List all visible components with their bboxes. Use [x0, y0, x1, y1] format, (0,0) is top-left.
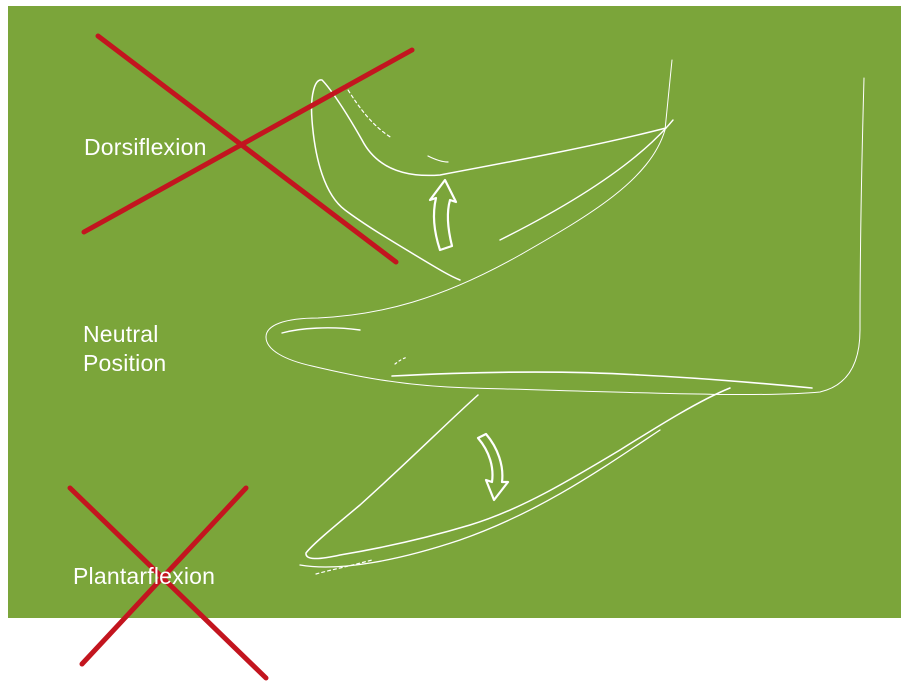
- green-panel: [8, 6, 901, 618]
- label-neutral-position: Neutral Position: [83, 320, 166, 378]
- label-neutral-line2: Position: [83, 349, 166, 378]
- label-neutral-line1: Neutral: [83, 320, 166, 349]
- label-dorsiflexion: Dorsiflexion: [84, 133, 207, 162]
- label-plantarflexion: Plantarflexion: [73, 562, 215, 591]
